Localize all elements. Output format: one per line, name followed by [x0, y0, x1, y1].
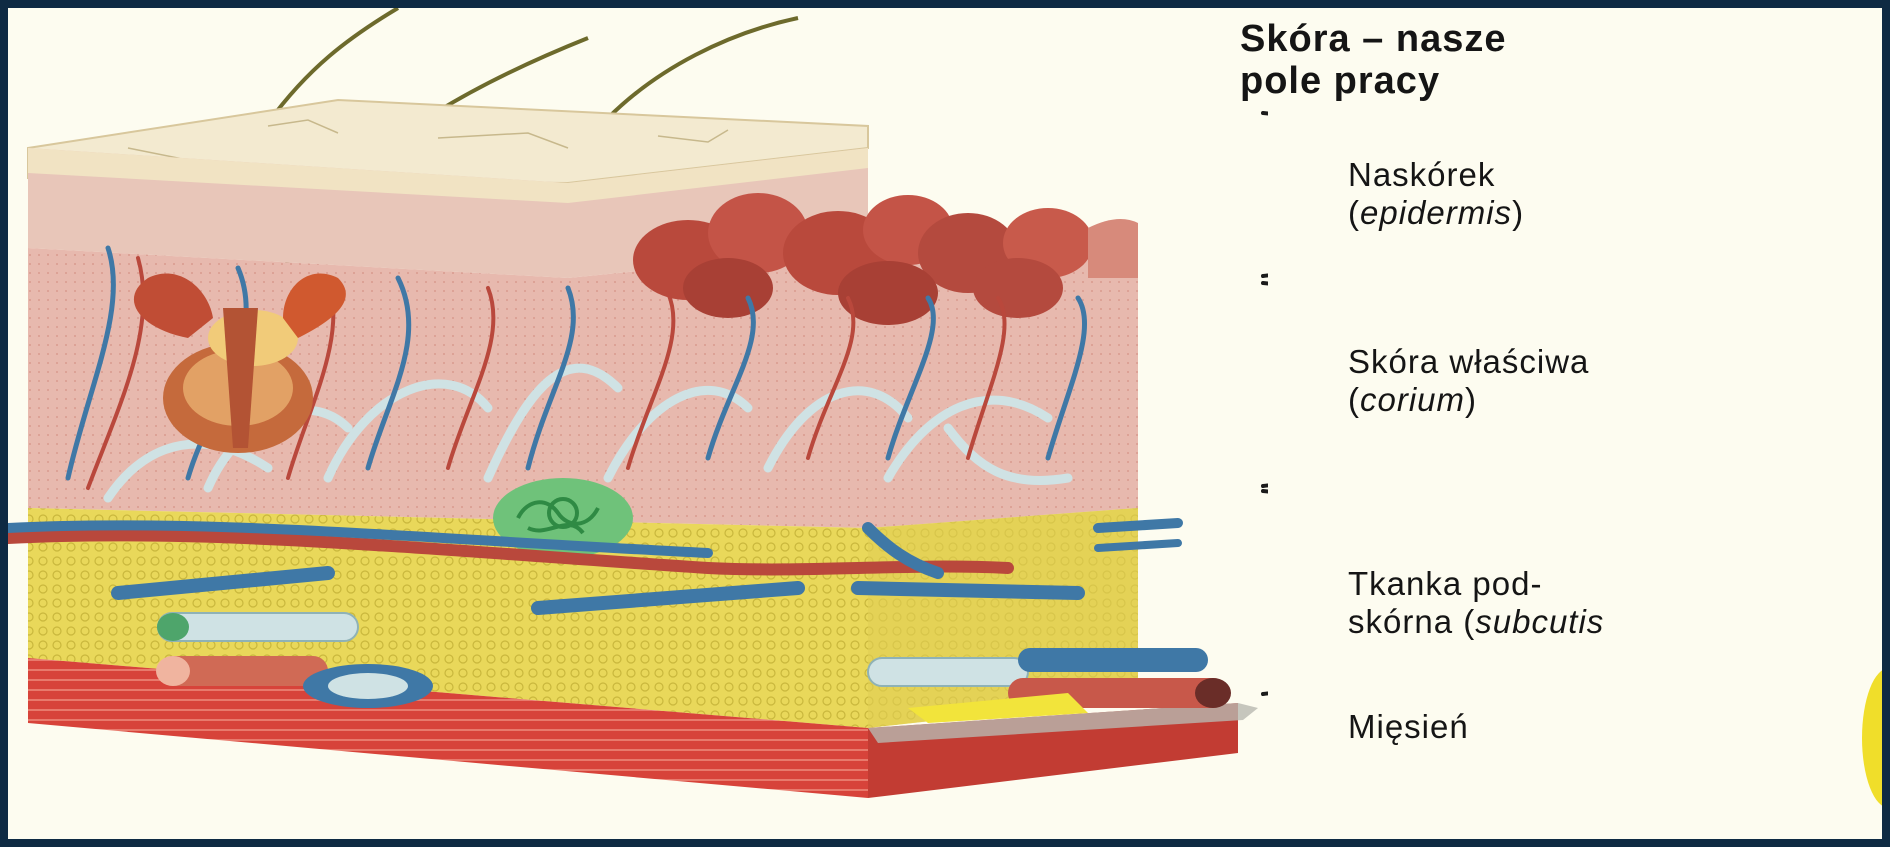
decorative-yellow-accent: [1862, 668, 1882, 808]
diagram-title: Skóra – nasze pole pracy: [1240, 18, 1506, 102]
hair: [608, 18, 798, 118]
layer-brackets: [1263, 113, 1268, 694]
bracket-epidermis: [1263, 113, 1268, 276]
label-corium-name: Skóra właściwa: [1348, 343, 1589, 381]
label-epidermis-latin: (epidermis): [1348, 194, 1524, 232]
label-subcutis-latin: skórna (subcutis: [1348, 603, 1604, 641]
skin-cross-section-illustration: [8, 8, 1268, 839]
label-epidermis: Naskórek (epidermis): [1348, 156, 1524, 232]
slide: Skóra – nasze pole pracy Naskórek (epide…: [8, 8, 1882, 839]
label-subcutis: Tkanka pod- skórna (subcutis: [1348, 565, 1604, 641]
label-subcutis-name: Tkanka pod-: [1348, 565, 1604, 603]
label-corium-latin: (corium): [1348, 381, 1589, 419]
title-line-2: pole pracy: [1240, 60, 1506, 102]
label-corium: Skóra właściwa (corium): [1348, 343, 1589, 419]
bracket-subcutis: [1263, 491, 1268, 694]
label-muscle: Mięsień: [1348, 708, 1469, 746]
bracket-corium: [1263, 283, 1268, 486]
label-epidermis-name: Naskórek: [1348, 156, 1524, 194]
title-line-1: Skóra – nasze: [1240, 18, 1506, 60]
